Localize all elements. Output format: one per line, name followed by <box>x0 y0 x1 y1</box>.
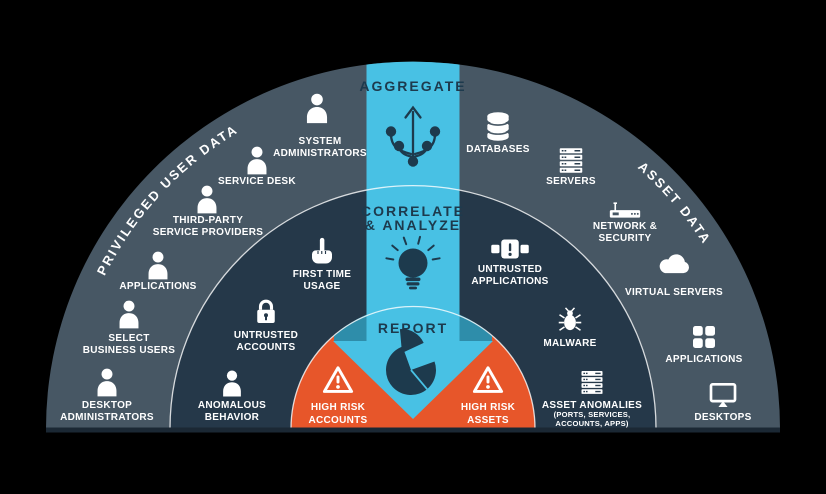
item-label: SECURITY <box>599 233 652 244</box>
item-label: APPLICATIONS <box>471 276 548 287</box>
item-label: APPLICATIONS <box>119 281 196 292</box>
item-select-business-users: SELECT BUSINESS USERS <box>83 300 176 356</box>
item-high-risk-accounts: HIGH RISK ACCOUNTS <box>308 366 367 426</box>
arrow-shadow-left <box>334 314 367 341</box>
item-label: ADMINISTRATORS <box>273 148 367 159</box>
item-untrusted-applications: UNTRUSTED APPLICATIONS <box>471 239 548 287</box>
item-label: ACCOUNTS <box>308 415 367 426</box>
item-label: ACCOUNTS, APPS) <box>555 419 628 428</box>
item-label: SERVERS <box>546 176 596 187</box>
item-label: DESKTOP <box>82 400 132 411</box>
item-label: MALWARE <box>543 338 596 349</box>
item-system-administrators: SYSTEM ADMINISTRATORS <box>273 93 367 159</box>
item-label: ACCOUNTS <box>236 342 295 353</box>
item-label: SELECT <box>108 333 149 344</box>
item-label: (PORTS, SERVICES, <box>554 410 631 419</box>
lightbulb-icon <box>385 235 441 290</box>
item-virtual-servers: VIRTUAL SERVERS <box>625 254 723 298</box>
item-applications-right: APPLICATIONS <box>665 326 742 365</box>
item-label: VIRTUAL SERVERS <box>625 287 723 298</box>
item-label: UNTRUSTED <box>478 264 542 275</box>
item-malware: MALWARE <box>543 307 596 349</box>
flow-step-aggregate: AGGREGATE <box>359 78 466 94</box>
item-anomalous-behavior: ANOMALOUS BEHAVIOR <box>198 370 266 423</box>
item-label: FIRST TIME <box>293 269 352 280</box>
item-label: UNTRUSTED <box>234 330 298 341</box>
item-label: SERVICE PROVIDERS <box>153 227 264 238</box>
item-label: HIGH RISK <box>461 402 516 413</box>
item-network-security: NETWORK & SECURITY <box>593 202 657 244</box>
item-label: ANOMALOUS <box>198 400 266 411</box>
item-first-time-usage: FIRST TIME USAGE <box>293 237 352 292</box>
inner-ring-separator-arc <box>290 305 536 429</box>
item-label: DATABASES <box>466 144 529 155</box>
flow-step-report: REPORT <box>378 320 448 336</box>
item-label: ASSET ANOMALIES <box>542 400 642 411</box>
item-label: SERVICE DESK <box>218 176 296 187</box>
item-third-party-service-providers: THIRD-PARTY SERVICE PROVIDERS <box>153 185 264 238</box>
middle-ring-separator-arc <box>169 184 657 429</box>
item-label: HIGH RISK <box>311 402 366 413</box>
item-databases: DATABASES <box>466 111 529 155</box>
item-applications-left: APPLICATIONS <box>119 251 196 292</box>
item-label: APPLICATIONS <box>665 354 742 365</box>
item-label: ASSETS <box>467 415 509 426</box>
item-label: SYSTEM <box>299 136 342 147</box>
item-label: THIRD-PARTY <box>173 215 243 226</box>
item-label: DESKTOPS <box>694 412 751 423</box>
flow-step-correlate-line2: & ANALYZE <box>365 217 461 233</box>
item-label: NETWORK & <box>593 221 657 232</box>
database-icon <box>486 111 510 142</box>
flow-arrow <box>333 61 493 419</box>
baseline-strip <box>46 427 780 433</box>
item-label: USAGE <box>303 281 340 292</box>
aggregate-merge-icon <box>385 105 441 167</box>
flow-step-correlate-line1: CORRELATE <box>361 203 465 219</box>
item-desktops: DESKTOPS <box>694 383 751 423</box>
arrow-shadow-right <box>459 314 492 341</box>
item-untrusted-accounts: UNTRUSTED ACCOUNTS <box>234 299 298 353</box>
item-label: BEHAVIOR <box>205 412 260 423</box>
item-high-risk-assets: HIGH RISK ASSETS <box>461 366 516 426</box>
item-asset-anomalies: ASSET ANOMALIES (PORTS, SERVICES, ACCOUN… <box>542 371 642 428</box>
item-label: ADMINISTRATORS <box>60 412 154 423</box>
item-service-desk: SERVICE DESK <box>218 146 296 187</box>
item-servers: SERVERS <box>546 148 596 187</box>
item-label: BUSINESS USERS <box>83 345 176 356</box>
pie-chart-icon <box>385 329 436 396</box>
item-desktop-administrators: DESKTOP ADMINISTRATORS <box>60 368 154 423</box>
